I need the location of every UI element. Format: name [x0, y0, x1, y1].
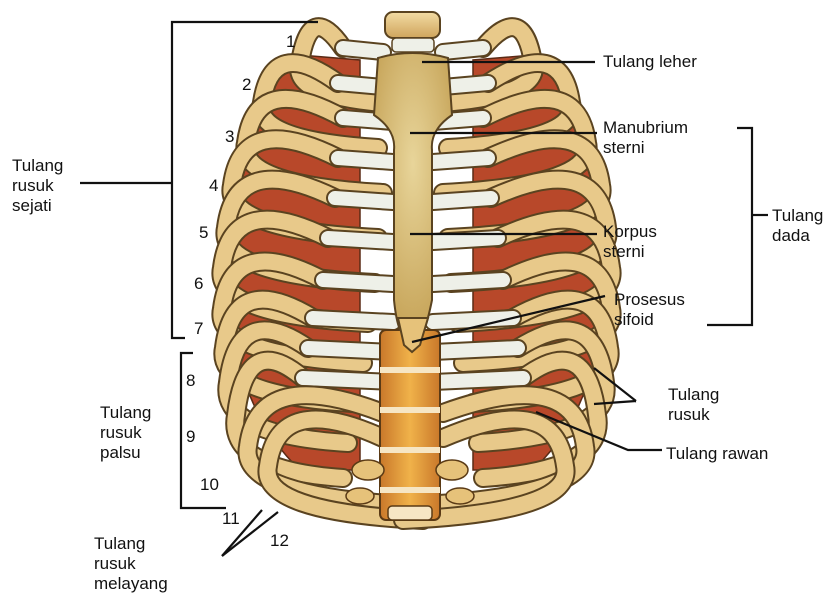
label-rib-line1: Tulang — [668, 385, 719, 405]
label-corpus-line2: sterni — [603, 242, 657, 262]
label-xiphoid-line1: Prosesus — [614, 290, 685, 310]
label-true-ribs: Tulang rusuk sejati — [12, 156, 63, 216]
costal-cartilage-8-left — [313, 318, 393, 322]
label-floating-ribs-line1: Tulang — [94, 534, 168, 554]
costal-cartilage-5-left — [335, 198, 393, 202]
costal-cartilage-9-right — [433, 348, 518, 352]
label-floating-ribs-line2: rusuk — [94, 554, 168, 574]
label-sternum-line1: Tulang — [772, 206, 823, 226]
label-corpus-sterni: Korpus sterni — [603, 222, 657, 262]
label-rib-line2: rusuk — [668, 405, 719, 425]
label-false-ribs-line3: palsu — [100, 443, 151, 463]
costal-cartilage-4-right — [433, 158, 488, 162]
costal-cartilage-1-right — [443, 48, 483, 52]
rib-number-4: 4 — [209, 177, 218, 195]
rib-number-12: 12 — [270, 532, 289, 550]
label-sternum-line2: dada — [772, 226, 823, 246]
label-floating-ribs-line3: melayang — [94, 574, 168, 594]
label-true-ribs-line1: Tulang — [12, 156, 63, 176]
rib-number-6: 6 — [194, 275, 203, 293]
label-false-ribs: Tulang rusuk palsu — [100, 403, 151, 463]
costal-cartilage-5-right — [433, 198, 491, 202]
label-false-ribs-line1: Tulang — [100, 403, 151, 423]
rib-number-1: 1 — [286, 33, 295, 51]
label-sternum: Tulang dada — [772, 206, 823, 246]
costal-cartilage-10-right — [433, 378, 523, 382]
rib-number-5: 5 — [199, 224, 208, 242]
costal-cartilage-7-right — [433, 280, 503, 284]
rib-number-11: 11 — [222, 510, 240, 528]
label-true-ribs-line2: rusuk — [12, 176, 63, 196]
label-false-ribs-line2: rusuk — [100, 423, 151, 443]
costal-cartilage-6-right — [433, 238, 498, 242]
rib-number-2: 2 — [242, 76, 251, 94]
costal-cartilage-4-left — [338, 158, 393, 162]
label-manubrium: Manubrium sterni — [603, 118, 688, 158]
label-manubrium-line2: sterni — [603, 138, 688, 158]
label-cartilage: Tulang rawan — [666, 444, 768, 464]
costal-cartilage-6-left — [328, 238, 393, 242]
label-clavicle: Tulang leher — [603, 52, 697, 72]
label-manubrium-line1: Manubrium — [603, 118, 688, 138]
rib-number-3: 3 — [225, 128, 234, 146]
costal-cartilage-7-left — [323, 280, 393, 284]
rib-number-7: 7 — [194, 320, 203, 338]
costal-cartilage-1-left — [343, 48, 383, 52]
label-true-ribs-line3: sejati — [12, 196, 63, 216]
rib-number-9: 9 — [186, 428, 195, 446]
rib-number-10: 10 — [200, 476, 219, 494]
label-xiphoid: Prosesus sifoid — [614, 290, 685, 330]
label-floating-ribs: Tulang rusuk melayang — [94, 534, 168, 594]
rib-number-8: 8 — [186, 372, 195, 390]
label-rib: Tulang rusuk — [668, 385, 719, 425]
label-xiphoid-line2: sifoid — [614, 310, 685, 330]
label-corpus-line1: Korpus — [603, 222, 657, 242]
